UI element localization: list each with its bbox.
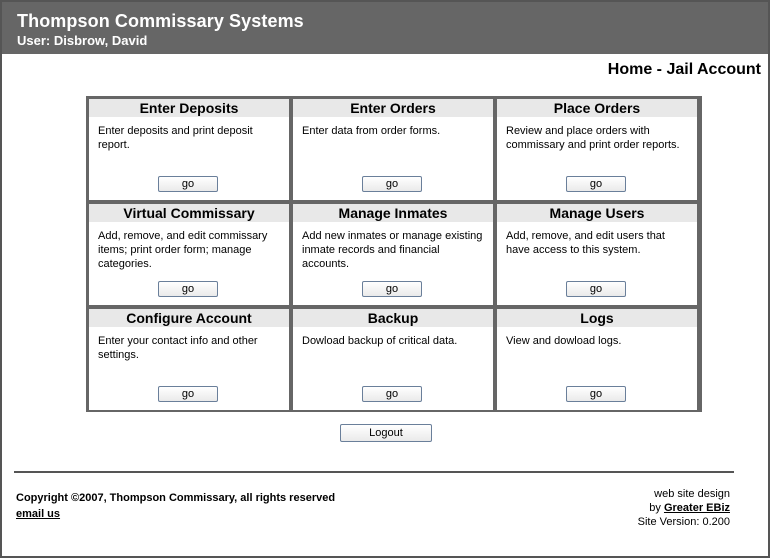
enter-orders-go-button[interactable]: go <box>362 176 422 192</box>
designer-link[interactable]: Greater EBiz <box>663 502 730 514</box>
configure-account-go-button[interactable]: go <box>158 386 218 402</box>
design-credit-line: web site design <box>654 488 730 500</box>
header-bar: Thompson Commissary Systems User: Disbro… <box>2 2 768 54</box>
card-description: Enter data from order forms. <box>302 125 441 137</box>
card-enter-orders: Enter Orders Enter data from order forms… <box>293 99 493 200</box>
site-credits: web site design by Greater EBiz Site Ver… <box>638 487 730 529</box>
site-version: Site Version: 0.200 <box>637 516 730 528</box>
card-title: Configure Account <box>89 309 289 327</box>
logout-button[interactable]: Logout <box>340 424 432 442</box>
app-title: Thompson Commissary Systems <box>17 11 304 31</box>
card-backup: Backup Dowload backup of critical data. … <box>293 309 493 410</box>
card-title: Place Orders <box>497 99 697 117</box>
place-orders-go-button[interactable]: go <box>566 176 626 192</box>
card-logs: Logs View and dowload logs. go <box>497 309 697 410</box>
card-title: Manage Inmates <box>293 204 493 222</box>
card-virtual-commissary: Virtual Commissary Add, remove, and edit… <box>89 204 289 305</box>
enter-deposits-go-button[interactable]: go <box>158 176 218 192</box>
designer-line: by Greater EBiz <box>638 501 730 515</box>
card-description: Enter deposits and print deposit report. <box>98 125 253 151</box>
card-manage-users: Manage Users Add, remove, and edit users… <box>497 204 697 305</box>
card-title: Backup <box>293 309 493 327</box>
card-configure-account: Configure Account Enter your contact inf… <box>89 309 289 410</box>
card-description: Enter your contact info and other settin… <box>98 335 258 361</box>
logs-go-button[interactable]: go <box>566 386 626 402</box>
footer-divider <box>14 471 734 473</box>
backup-go-button[interactable]: go <box>362 386 422 402</box>
card-description: View and dowload logs. <box>506 335 622 347</box>
copyright-text: Copyright ©2007, Thompson Commissary, al… <box>16 492 336 504</box>
card-description: Add, remove, and edit users that have ac… <box>506 230 665 256</box>
current-user: User: Disbrow, David <box>17 33 148 48</box>
card-title: Logs <box>497 309 697 327</box>
virtual-commissary-go-button[interactable]: go <box>158 281 218 297</box>
card-manage-inmates: Manage Inmates Add new inmates or manage… <box>293 204 493 305</box>
card-description: Review and place orders with commissary … <box>506 125 680 151</box>
card-description: Dowload backup of critical data. <box>302 335 458 347</box>
card-title: Virtual Commissary <box>89 204 289 222</box>
card-description: Add, remove, and edit commissary items; … <box>98 230 268 270</box>
manage-inmates-go-button[interactable]: go <box>362 281 422 297</box>
card-place-orders: Place Orders Review and place orders wit… <box>497 99 697 200</box>
manage-users-go-button[interactable]: go <box>566 281 626 297</box>
designer-prefix: by <box>649 502 664 514</box>
page-title: Home - Jail Account <box>607 61 761 78</box>
email-us-link[interactable]: email us <box>16 508 61 520</box>
card-title: Manage Users <box>497 204 697 222</box>
card-title: Enter Deposits <box>89 99 289 117</box>
card-description: Add new inmates or manage existing inmat… <box>302 230 483 270</box>
card-enter-deposits: Enter Deposits Enter deposits and print … <box>89 99 289 200</box>
card-title: Enter Orders <box>293 99 493 117</box>
menu-grid: Enter Deposits Enter deposits and print … <box>86 96 702 412</box>
